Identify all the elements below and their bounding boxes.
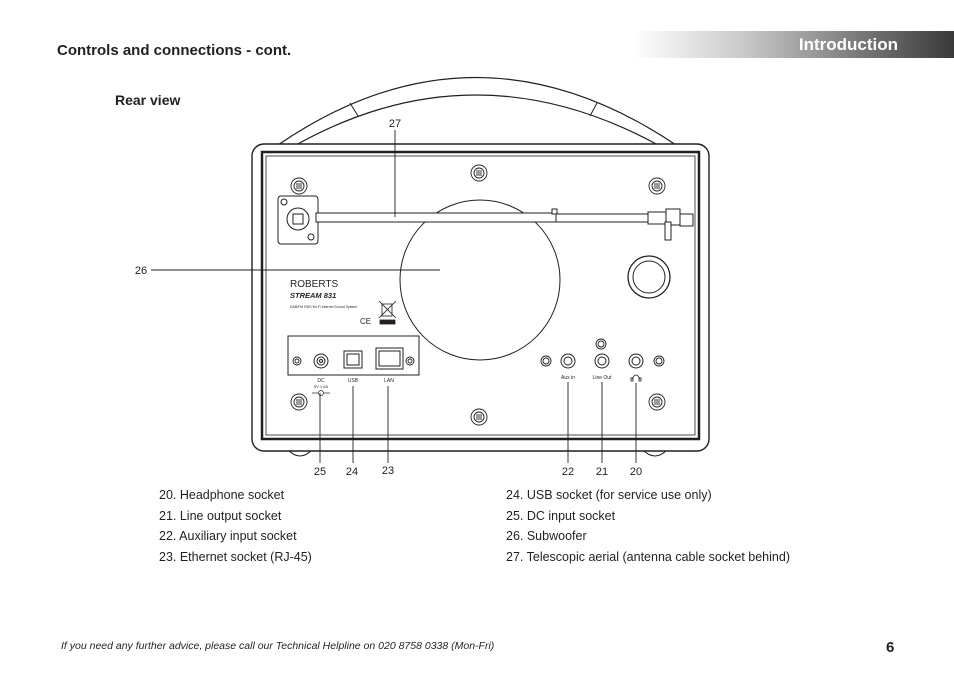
model-logo: STREAM 831 xyxy=(290,291,336,300)
chapter-title: Introduction xyxy=(798,35,898,54)
headphone-icon xyxy=(630,374,642,382)
weee-bin-icon xyxy=(378,300,397,325)
aux-in-label: Aux in xyxy=(561,375,575,381)
list-item: 20. Headphone socket xyxy=(159,488,285,502)
dc-label: DC xyxy=(317,378,325,384)
screw xyxy=(470,164,488,182)
screw xyxy=(648,393,666,411)
screw xyxy=(540,355,552,367)
dc-polarity-icon xyxy=(312,390,330,396)
brand-logo: ROBERTS xyxy=(290,279,338,290)
screw xyxy=(290,393,308,411)
ce-mark: CE xyxy=(360,317,371,326)
page-number: 6 xyxy=(886,639,895,656)
callout-22: 22 xyxy=(562,466,574,478)
line-out-label: Line Out xyxy=(593,375,613,381)
callout-26: 26 xyxy=(135,265,147,277)
list-item: 21. Line output socket xyxy=(159,508,282,523)
figure-subtitle: Rear view xyxy=(115,92,181,108)
legend-list-left: 20. Headphone socket 21. Line output soc… xyxy=(159,485,312,567)
lan-label: LAN xyxy=(384,378,394,384)
callout-23: 23 xyxy=(382,465,394,477)
section-title: Controls and connections - cont. xyxy=(57,42,292,59)
list-item: 22. Auxiliary input socket xyxy=(159,529,297,543)
list-item: 25. DC input socket xyxy=(506,508,616,523)
screw xyxy=(292,356,302,366)
screw xyxy=(405,356,415,366)
legend-list-right: 24. USB socket (for service use only) 25… xyxy=(506,485,790,567)
callout-20: 20 xyxy=(630,466,642,478)
callout-27: 27 xyxy=(389,118,401,130)
footer-helpline: If you need any further advice, please c… xyxy=(61,640,495,652)
list-item: 24. USB socket (for service use only) xyxy=(506,488,712,502)
list-item: 26. Subwoofer xyxy=(506,529,587,543)
callout-25: 25 xyxy=(314,466,326,478)
callout-21: 21 xyxy=(596,466,608,478)
screw xyxy=(290,177,308,195)
screw xyxy=(648,177,666,195)
callout-24: 24 xyxy=(346,466,358,478)
usb-label: USB xyxy=(348,378,359,384)
list-item: 23. Ethernet socket (RJ-45) xyxy=(159,549,312,564)
tagline: DAB/FM RDS Wi-Fi Internet Sound System xyxy=(290,305,357,309)
screw xyxy=(653,355,665,367)
list-item: 27. Telescopic aerial (antenna cable soc… xyxy=(506,549,790,564)
screw xyxy=(470,408,488,426)
chapter-banner: Introduction xyxy=(632,31,954,58)
dc-rating-label: 9V 1.6A xyxy=(314,384,329,389)
screw xyxy=(595,338,607,350)
